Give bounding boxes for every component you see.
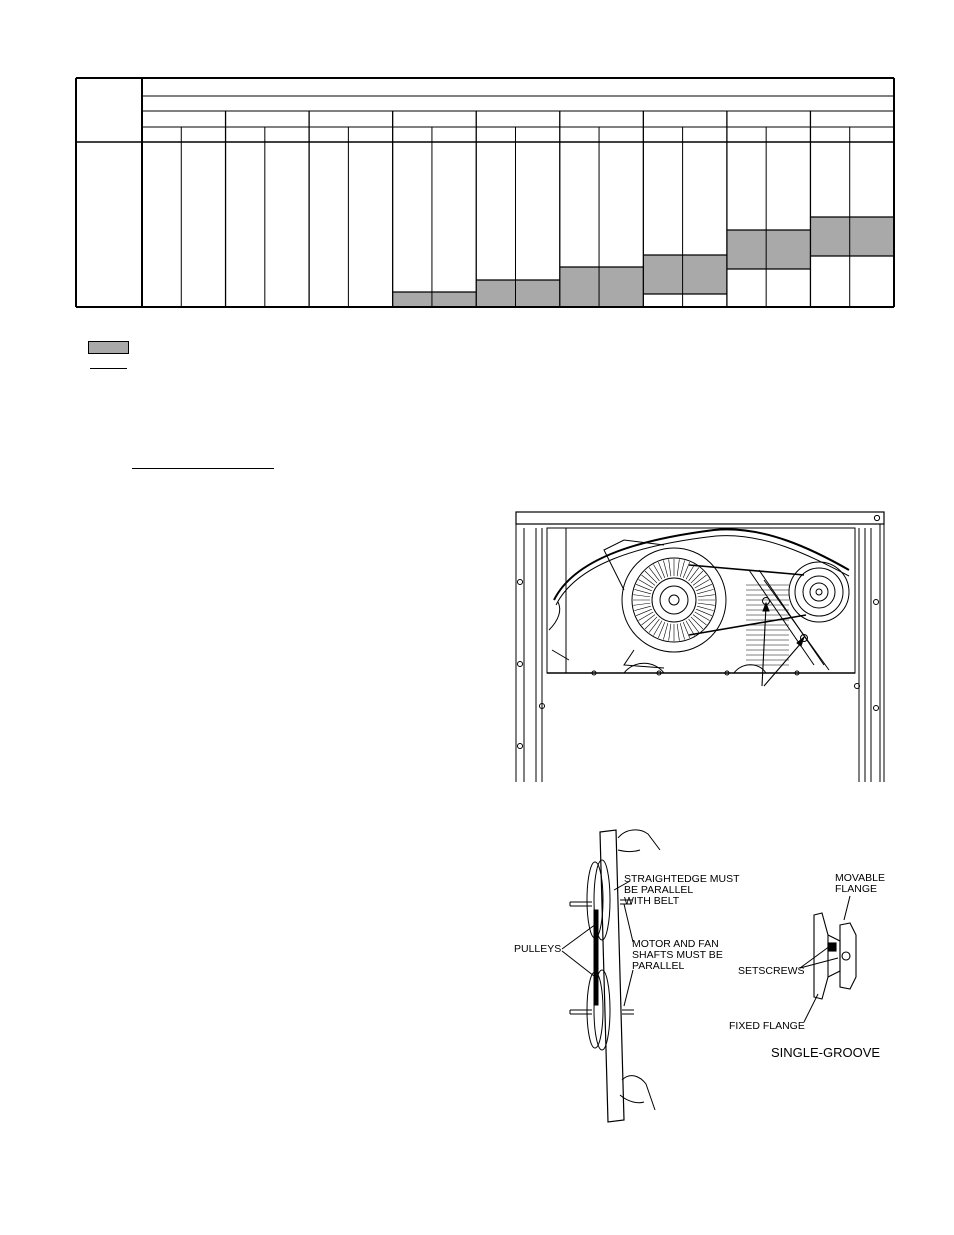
blower-vane (641, 574, 656, 586)
blower-vane (658, 622, 666, 638)
blower-vane (638, 579, 654, 589)
blower-vane (636, 608, 652, 616)
blower-vane (638, 611, 654, 621)
leader-straightedge (613, 880, 631, 891)
belt-alignment-figure (569, 829, 661, 1123)
blower-vane (697, 602, 715, 606)
blower-vane (694, 579, 710, 589)
blower-vane (663, 623, 669, 640)
blower-vane (648, 567, 660, 582)
blower-vane (682, 562, 690, 578)
blower-vane (690, 616, 704, 630)
blower-vane (676, 623, 680, 641)
callout-setscrews: SETSCREWS (738, 965, 805, 977)
blower-vane (636, 584, 652, 592)
blower-vane (697, 605, 714, 611)
leader-setscrews (799, 945, 839, 969)
shaded-cell (559, 267, 644, 307)
blower-vane (679, 560, 685, 577)
callout-shafts: MOTOR AND FAN SHAFTS MUST BE PARALLEL (632, 938, 723, 972)
callout-movable-flange: MOVABLE FLANGE (835, 872, 885, 895)
blower-vane (633, 602, 651, 606)
blower-vane (641, 614, 656, 626)
single-groove-pulley-figure (813, 912, 857, 1000)
blower-vane (696, 608, 712, 616)
shaded-cell (643, 255, 727, 294)
leader-fixed-flange (803, 993, 819, 1023)
shaded-cell (476, 280, 560, 307)
blower-vane (688, 567, 700, 582)
leader-shafts (623, 903, 634, 1007)
leader-pulleys (561, 923, 597, 977)
blower-vane (697, 589, 714, 595)
blower-vane (663, 560, 669, 577)
blower-vane (668, 623, 672, 641)
blower-vane (679, 623, 685, 640)
blower-vane (697, 594, 715, 598)
caption-single-groove: SINGLE-GROOVE (771, 1045, 881, 1060)
blower-vane (658, 562, 666, 578)
legend-rule (90, 368, 127, 369)
table-grid (75, 77, 895, 308)
blower-vane (682, 622, 690, 638)
blower-vane (696, 584, 712, 592)
legend-swatch (88, 341, 129, 354)
blower-vane (653, 564, 663, 580)
shaded-cell (726, 230, 811, 269)
callout-fixed-flange: FIXED FLANGE (729, 1020, 805, 1032)
callout-straightedge: STRAIGHTEDGE MUST BE PARALLEL WITH BELT (624, 873, 740, 907)
blower-vane (644, 616, 658, 630)
blower-vane (692, 614, 707, 626)
blower-vane (685, 564, 695, 580)
shaded-cell (810, 217, 894, 256)
shaded-cell (392, 292, 477, 307)
blower-vane (634, 605, 651, 611)
blower-vane (685, 620, 695, 636)
blower-vane (694, 611, 710, 621)
blower-vane (688, 618, 700, 633)
data-table (75, 77, 895, 308)
blower-vane (644, 570, 658, 584)
blower-vane (690, 570, 704, 584)
callout-pulleys: PULLEYS (514, 943, 562, 955)
blower-vane (668, 559, 672, 577)
blower-vane (653, 620, 663, 636)
section-heading-underline (132, 468, 274, 469)
table-shading (392, 217, 894, 307)
blower-compartment-figure (515, 511, 885, 782)
blower-vane (692, 574, 707, 586)
leader-movable-flange (843, 895, 851, 921)
blower-vane (648, 618, 660, 633)
blower-vane (676, 559, 680, 577)
blower-vane (634, 589, 651, 595)
blower-vane (633, 594, 651, 598)
